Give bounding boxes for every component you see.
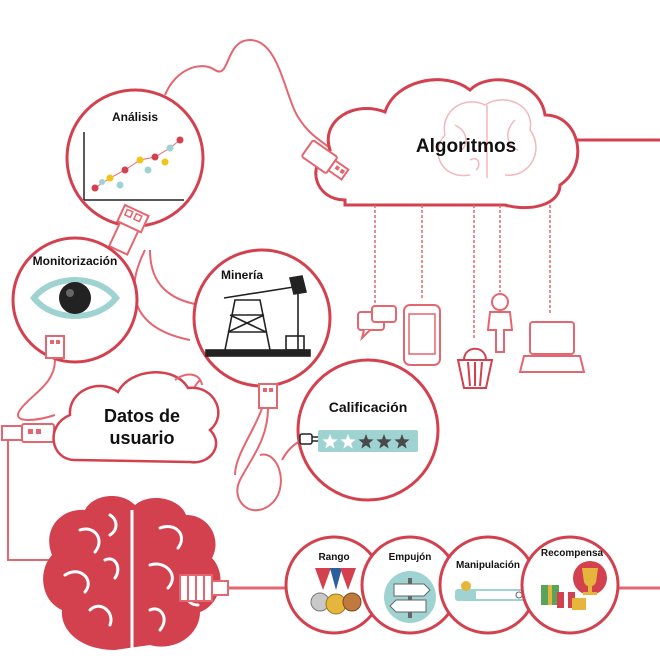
outcome-recompensa: Recompensa <box>520 535 620 635</box>
plug-icon <box>299 433 318 445</box>
star-filled-icon <box>340 434 356 449</box>
empujon-label: Empujón <box>389 552 432 563</box>
brain-outline-icon <box>437 99 537 178</box>
eye-icon <box>30 277 120 319</box>
medals-icon <box>310 568 362 615</box>
analisis-label: Análisis <box>112 110 158 124</box>
person-icon <box>486 293 514 353</box>
smartphone-icon <box>403 304 441 366</box>
shopping-basket-icon <box>456 347 494 389</box>
laptop-icon <box>518 321 586 373</box>
oil-derrick-icon <box>205 275 311 357</box>
monitorizacion-label: Monitorización <box>33 254 118 268</box>
datos-label-line2: usuario <box>109 428 174 448</box>
monitorizacion-node: Monitorización <box>11 236 139 364</box>
algoritmos-label: Algoritmos <box>416 136 516 157</box>
calificacion-label: Calificación <box>329 399 408 415</box>
analisis-node: Análisis <box>65 88 205 256</box>
datos-usuario-cloud: Datos de usuario <box>52 371 220 464</box>
usb-plug-icon <box>1 423 55 443</box>
datos-label-line1: Datos de <box>104 406 180 426</box>
slider-icon <box>455 581 527 601</box>
trophy-icon <box>573 561 607 595</box>
calificacion-node: Calificación <box>296 358 440 502</box>
chat-bubbles-icon <box>357 305 397 342</box>
usb-plug-icon <box>45 335 65 359</box>
scatter-chart-icon <box>83 132 184 201</box>
star-empty-icon <box>394 434 410 449</box>
rango-label: Rango <box>318 552 349 563</box>
mineria-label: Minería <box>221 268 263 282</box>
usb-plug-icon <box>258 383 278 409</box>
star-empty-icon <box>376 434 392 449</box>
star-rating <box>322 434 410 449</box>
algoritmos-cloud: Algoritmos <box>301 78 580 210</box>
outcome-empujon: Empujón <box>360 535 460 635</box>
recompensa-label: Recompensa <box>541 548 604 559</box>
hanging-strings <box>374 205 551 340</box>
star-filled-icon <box>322 434 338 449</box>
gift-boxes-icon <box>541 585 586 610</box>
manipulacion-label: Manipulación <box>456 560 520 571</box>
mineria-node: Minería <box>192 248 332 409</box>
brain-icon <box>43 495 229 650</box>
signpost-icon <box>384 571 436 623</box>
outcome-rango: Rango <box>284 535 384 635</box>
usb-plug-icon <box>107 203 150 256</box>
star-empty-icon <box>358 434 374 449</box>
usb-plug-icon <box>301 139 350 181</box>
